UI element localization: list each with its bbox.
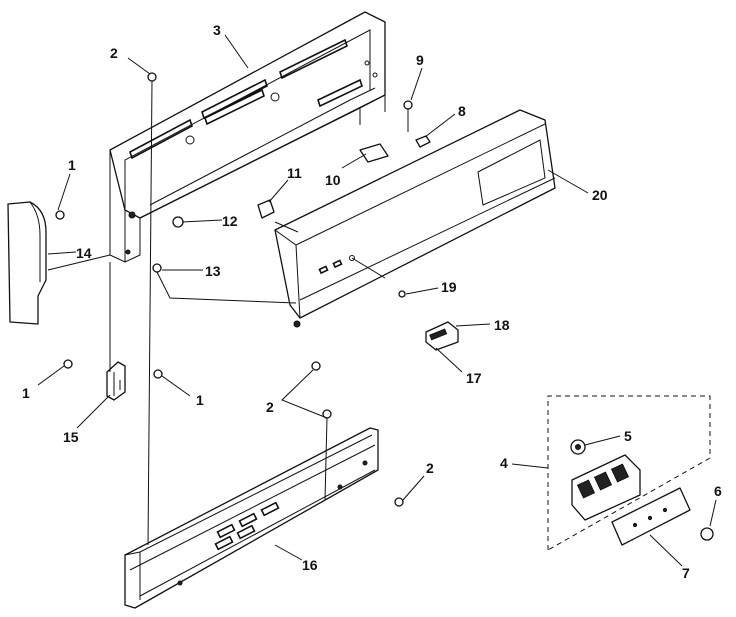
callout-2c: 2	[426, 460, 434, 476]
part-20-control-panel	[274, 109, 556, 328]
callout-6: 6	[714, 483, 722, 499]
leader-lines	[37, 34, 717, 567]
callout-18: 18	[494, 317, 510, 333]
callout-labels: 1 1 1 2 2 2 3 4 5 6 7 8 9 10 11 12 13 14…	[22, 22, 722, 581]
part-3-rear-panel	[109, 11, 386, 263]
part-4-switch-assembly	[547, 395, 711, 551]
callout-9: 9	[416, 52, 424, 68]
callout-1a: 1	[68, 157, 76, 173]
screws	[55, 72, 413, 507]
callout-15: 15	[63, 429, 79, 445]
part-7-switch-plate	[611, 487, 691, 546]
callout-13: 13	[205, 263, 221, 279]
callout-17: 17	[466, 370, 482, 386]
part-8-clip	[415, 135, 431, 148]
callout-16: 16	[302, 557, 318, 573]
callout-3: 3	[213, 22, 221, 38]
callout-8: 8	[458, 103, 466, 119]
callout-4: 4	[500, 455, 508, 471]
part-15-bracket	[106, 361, 126, 401]
part-11-clip	[257, 199, 275, 219]
callout-20: 20	[592, 187, 608, 203]
part-5-knob	[570, 439, 586, 455]
callout-1b: 1	[22, 385, 30, 401]
part-14-end-cap	[7, 201, 47, 325]
part-10-bracket	[359, 143, 389, 163]
callout-7: 7	[682, 565, 690, 581]
callout-10: 10	[325, 172, 341, 188]
callout-2a: 2	[110, 45, 118, 61]
part-6-cap	[700, 527, 714, 541]
callout-5: 5	[624, 428, 632, 444]
callout-2b: 2	[266, 399, 274, 415]
part-16-lower-trim	[124, 427, 379, 609]
callout-19: 19	[441, 279, 457, 295]
callout-1c: 1	[196, 392, 204, 408]
callout-12: 12	[222, 213, 238, 229]
part-17-18-switch-module	[425, 321, 459, 351]
callout-14: 14	[76, 245, 92, 261]
callout-11: 11	[287, 165, 302, 181]
